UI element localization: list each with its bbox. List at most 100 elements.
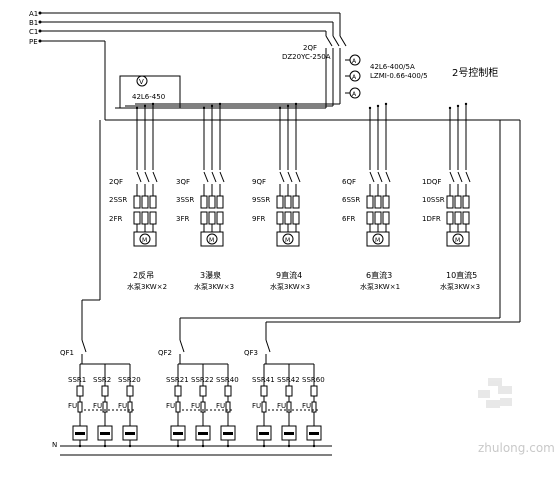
motor-name: 3瀑泉 bbox=[200, 270, 221, 280]
fuse-label: FU bbox=[277, 402, 286, 410]
ssr-block bbox=[292, 195, 300, 209]
motor-ssr-label: 10SSR bbox=[422, 196, 445, 204]
ssr-block bbox=[374, 195, 382, 209]
ssr-block bbox=[200, 195, 208, 209]
motor-icon bbox=[452, 233, 464, 245]
load-element bbox=[223, 432, 233, 435]
watermark-logo bbox=[478, 378, 512, 408]
ct-label-meter: 42L6-400/5A bbox=[370, 63, 415, 71]
motor-fr-label: 9FR bbox=[252, 215, 265, 223]
junction-dot bbox=[218, 102, 222, 106]
bus-terminal-pe bbox=[38, 39, 42, 43]
breaker-contact bbox=[457, 171, 463, 183]
ssr-label: SSR20 bbox=[118, 376, 141, 384]
junction-dot bbox=[456, 104, 460, 108]
motor-branches: M2QF2SSR2FR2反吊水泵3KW×2M3QF3SSR3FR3瀑泉水泵3KW… bbox=[109, 102, 480, 291]
junction-dot bbox=[368, 106, 372, 110]
ssr-label: SSR21 bbox=[166, 376, 189, 384]
motor-symbol: M bbox=[142, 237, 147, 244]
motor-breaker-label: 1DQF bbox=[422, 178, 441, 186]
overload-relay bbox=[292, 211, 300, 225]
ssr-unit bbox=[224, 385, 232, 397]
overload-relay bbox=[276, 211, 284, 225]
group-breaker-contact bbox=[81, 339, 87, 353]
distribution-groups: QF1SSR1FUSSR2FUSSR20FUQF2SSR21FUSSR22FUS… bbox=[60, 120, 521, 448]
motor-icon bbox=[206, 233, 218, 245]
junction-dot bbox=[384, 102, 388, 106]
motor-breaker-label: 9QF bbox=[252, 178, 266, 186]
ssr-unit bbox=[76, 385, 84, 397]
ssr-label: SSR60 bbox=[302, 376, 325, 384]
main-breaker-name: 2QF bbox=[303, 44, 317, 52]
ssr-label: SSR1 bbox=[68, 376, 86, 384]
group-breaker-contact bbox=[179, 339, 185, 353]
motor-symbol: M bbox=[455, 237, 460, 244]
fuse-label: FU bbox=[93, 402, 102, 410]
bus-terminal-c1 bbox=[38, 29, 42, 33]
overload-relay bbox=[200, 211, 208, 225]
ssr-block bbox=[454, 195, 462, 209]
fuse-label: FU bbox=[166, 402, 175, 410]
load-element bbox=[259, 432, 269, 435]
breaker-contact bbox=[369, 171, 375, 183]
overload-relay bbox=[284, 211, 292, 225]
load-element bbox=[75, 432, 85, 435]
motor-name: 6直流3 bbox=[366, 270, 392, 280]
junction-dot bbox=[376, 104, 380, 108]
group-breaker-label: QF2 bbox=[158, 349, 172, 357]
breaker-contact bbox=[136, 171, 142, 183]
bus-label-a1: A1 bbox=[29, 10, 38, 18]
ssr-unit bbox=[199, 385, 207, 397]
junction-dot bbox=[202, 106, 206, 110]
ssr-block bbox=[446, 195, 454, 209]
motor-ssr-label: 9SSR bbox=[252, 196, 270, 204]
fuse-label: FU bbox=[68, 402, 77, 410]
breaker-contact bbox=[219, 171, 225, 183]
junction-dot bbox=[135, 106, 139, 110]
ssr-block bbox=[284, 195, 292, 209]
motor-breaker-label: 6QF bbox=[342, 178, 356, 186]
neutral-bus bbox=[60, 445, 332, 456]
junction-dot bbox=[464, 102, 468, 106]
motor-ssr-label: 3SSR bbox=[176, 196, 194, 204]
motor-frame bbox=[133, 231, 157, 247]
motor-symbol: M bbox=[285, 237, 290, 244]
overload-relay bbox=[374, 211, 382, 225]
overload-relay bbox=[208, 211, 216, 225]
motor-frame bbox=[276, 231, 300, 247]
ssr-block bbox=[141, 195, 149, 209]
ammeter-a-label: A bbox=[352, 58, 357, 65]
incoming-bus bbox=[40, 12, 520, 121]
breaker-contact bbox=[377, 171, 383, 183]
ssr-block bbox=[276, 195, 284, 209]
overload-relay bbox=[454, 211, 462, 225]
bus-label-b1: B1 bbox=[29, 19, 38, 27]
ssr-unit bbox=[260, 385, 268, 397]
ssr-label: SSR2 bbox=[93, 376, 111, 384]
junction-dot bbox=[448, 106, 452, 110]
fuse bbox=[261, 401, 267, 413]
motor-icon bbox=[372, 233, 384, 245]
ssr-label: SSR42 bbox=[277, 376, 300, 384]
ssr-unit bbox=[126, 385, 134, 397]
voltmeter-symbol: V bbox=[139, 78, 144, 86]
fuse-label: FU bbox=[118, 402, 127, 410]
fuse-label: FU bbox=[191, 402, 200, 410]
load-element bbox=[125, 432, 135, 435]
fuse-label: FU bbox=[252, 402, 261, 410]
ssr-label: SSR22 bbox=[191, 376, 214, 384]
breaker-contact bbox=[385, 171, 391, 183]
ssr-unit bbox=[174, 385, 182, 397]
motor-rating: 水泵3KW×2 bbox=[127, 282, 167, 291]
group-breaker-contact bbox=[265, 339, 271, 353]
breaker-contact bbox=[211, 171, 217, 183]
motor-frame bbox=[366, 231, 390, 247]
breaker-contact bbox=[449, 171, 455, 183]
overload-relay bbox=[141, 211, 149, 225]
junction-dot bbox=[294, 102, 298, 106]
voltmeter-model: 42L6-450 bbox=[132, 93, 165, 101]
